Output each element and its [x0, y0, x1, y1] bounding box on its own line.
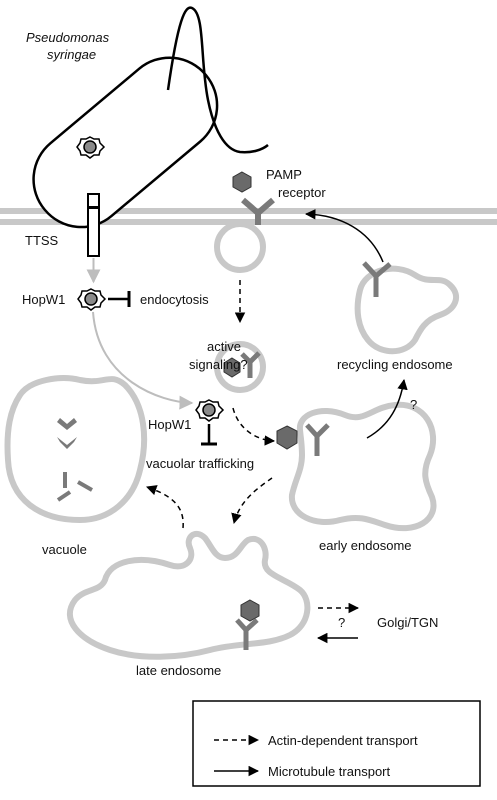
legend-microtubule-label: Microtubule transport: [268, 764, 390, 779]
to-membrane-arrow: [304, 209, 384, 263]
organism-label-line1: Pseudomonas: [26, 30, 110, 45]
hopw1-mid-label: HopW1: [148, 417, 191, 432]
vacuole: [4, 375, 148, 524]
endocytic-vesicle: [214, 221, 266, 273]
signaling-vesicle: [214, 341, 266, 393]
organism-label-line2: syringae: [47, 47, 96, 62]
recycling-endosome-label: recycling endosome: [337, 357, 453, 372]
hopw1-vacuolar-inhibition: [195, 399, 225, 446]
vacuole-label: vacuole: [42, 542, 87, 557]
active-signaling-line2: signaling?: [189, 357, 248, 372]
active-signaling-line1: active: [207, 339, 241, 354]
ttss-label: TTSS: [25, 233, 59, 248]
hopw1-effector-in-bacterium: [76, 136, 106, 159]
golgi-label: Golgi/TGN: [377, 615, 438, 630]
late-endosome: [67, 530, 311, 660]
bacterium: [32, 6, 269, 229]
to-vacuole-arrow: [146, 485, 184, 529]
to-late-endosome-arrow: [231, 477, 273, 525]
legend-actin-label: Actin-dependent transport: [268, 733, 418, 748]
flagellum: [166, 6, 269, 154]
pamp-label: PAMP: [266, 167, 302, 182]
hopw1-top-label: HopW1: [22, 292, 65, 307]
hopw1-endocytosis-inhibition: [77, 288, 131, 311]
plasma-membrane: [0, 208, 497, 225]
recycling-endosome: [354, 261, 460, 355]
legend: Actin-dependent transport Microtubule tr…: [192, 700, 481, 787]
recycling-question: ?: [410, 397, 417, 412]
vacuolar-trafficking-label: vacuolar trafficking: [146, 456, 254, 471]
endocytosis-label: endocytosis: [140, 292, 209, 307]
translocation-arrow: [92, 311, 194, 410]
to-recycling-arrow: [366, 378, 408, 439]
golgi-question: ?: [338, 615, 345, 630]
receptor-label: receptor: [278, 185, 326, 200]
ttss-injectisome: [86, 193, 101, 284]
to-early-endosome-arrow: [232, 407, 276, 446]
pamp-receptor-membrane: [232, 171, 275, 225]
early-endosome: [276, 401, 437, 532]
late-endosome-label: late endosome: [136, 663, 221, 678]
early-endosome-label: early endosome: [319, 538, 412, 553]
